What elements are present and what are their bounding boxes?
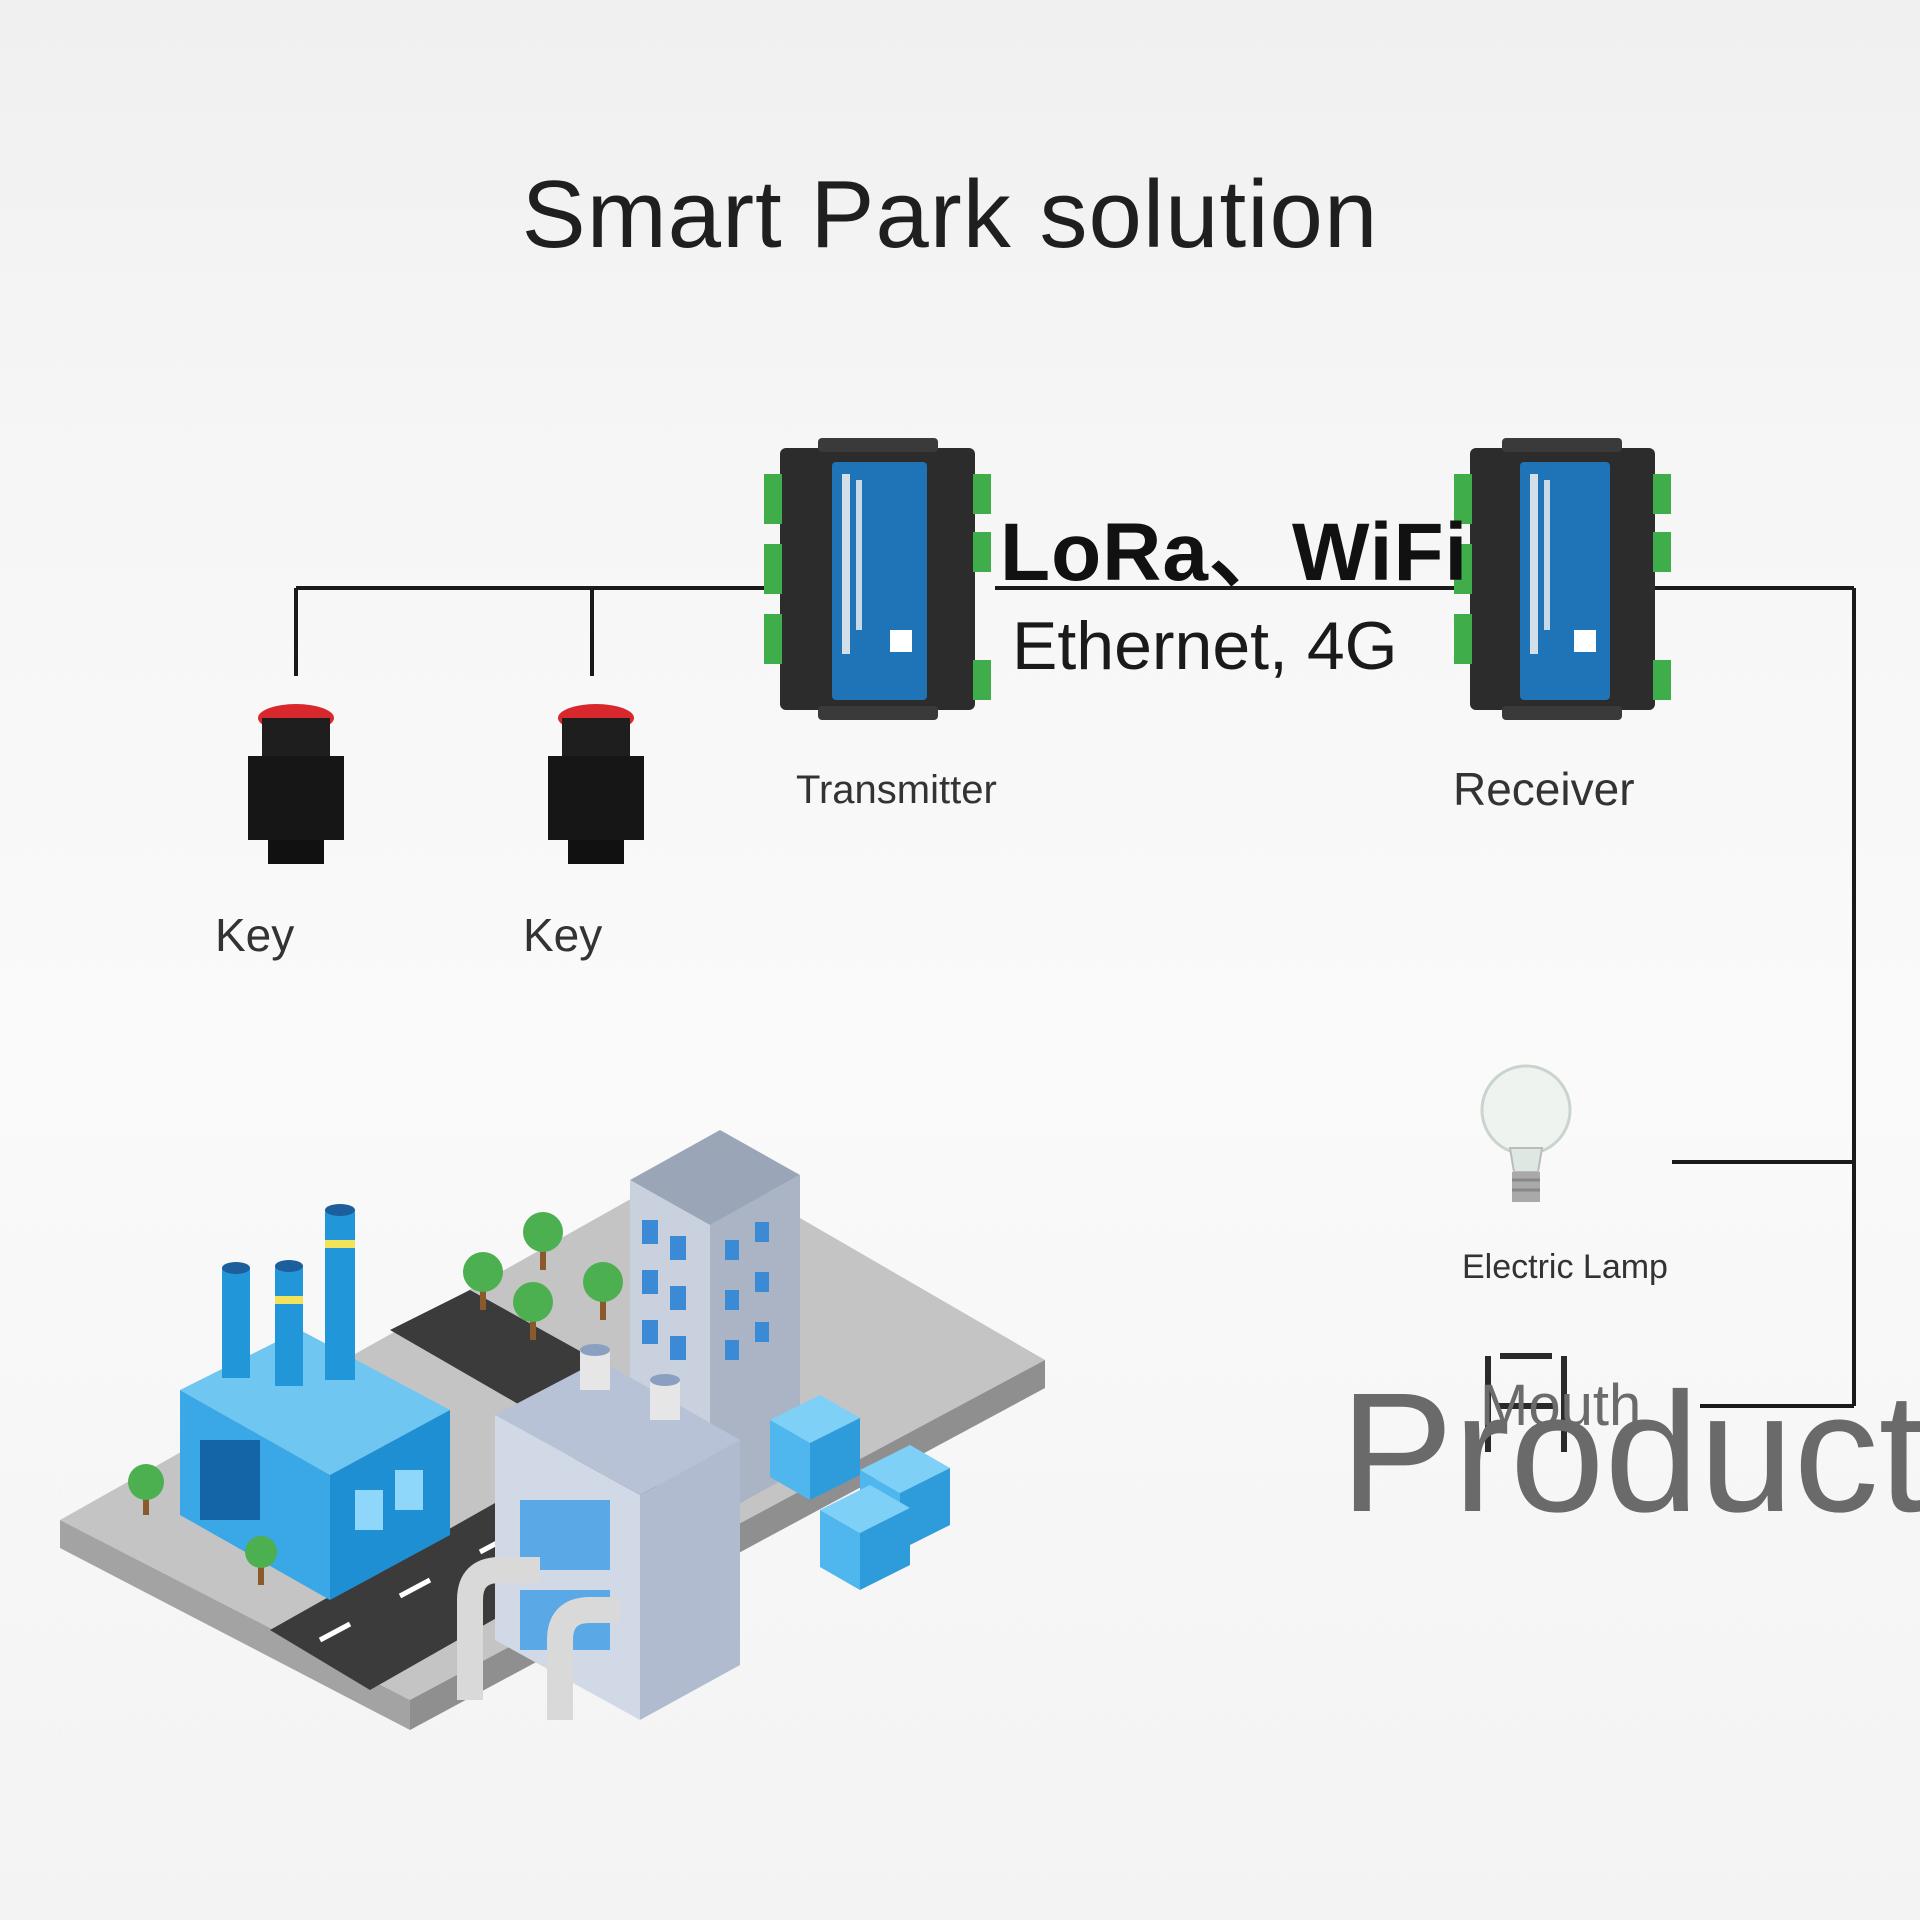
lamp-label: Electric Lamp (1462, 1248, 1668, 1287)
lightbulb-icon (1482, 1066, 1570, 1202)
receiver-label: Receiver (1453, 762, 1635, 816)
transmitter-label: Transmitter (796, 768, 997, 813)
transmitter-device (764, 438, 991, 720)
key-label-1: Key (215, 908, 294, 962)
product-watermark: Product (1340, 1355, 1920, 1551)
smart-park-illustration (60, 1130, 1045, 1730)
key-button-1-icon (248, 704, 344, 864)
protocol-secondary-label: Ethernet, 4G (1012, 607, 1398, 685)
receiver-device (1454, 438, 1671, 720)
key-button-2-icon (548, 704, 644, 864)
protocol-primary-label: LoRa、WiFi (1000, 485, 1468, 604)
key-label-2: Key (523, 908, 602, 962)
